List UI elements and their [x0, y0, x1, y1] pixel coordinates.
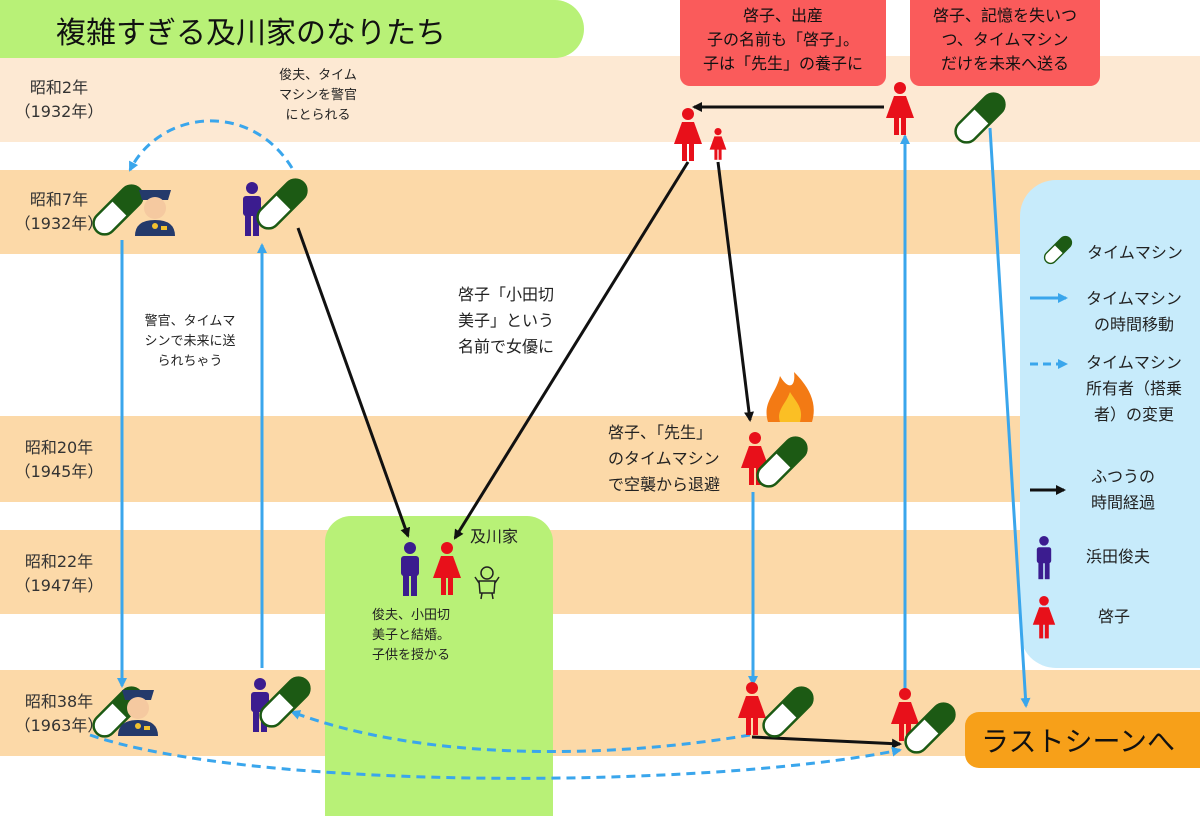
- keiko-icon: [738, 682, 766, 735]
- note-married: 俊夫、小田切 美子と結婚。 子供を授かる: [372, 606, 480, 666]
- note-police-sent: 警官、タイムマ シンで未来に送 られちゃう: [128, 312, 252, 372]
- legend-text: 浜田俊夫: [1085, 547, 1150, 566]
- owner-change-arrow: [128, 119, 294, 172]
- note-line: 美子」という: [458, 311, 555, 330]
- legend-text: 所有者（搭乗: [1085, 379, 1182, 398]
- last-scene-label: ラストシーンへ: [981, 725, 1176, 758]
- legend-capsule-icon: [1041, 233, 1075, 267]
- time-arrow: [296, 227, 411, 538]
- note-line: られちゃう: [157, 354, 223, 369]
- last-scene-button: ラストシーンへ: [965, 712, 1200, 768]
- legend-keiko-icon: [1032, 596, 1056, 639]
- bubble-line: 啓子、記憶を失いつ: [932, 6, 1077, 25]
- bubble-line: 啓子、出産: [742, 6, 823, 25]
- ad-text: （1932年）: [14, 102, 104, 121]
- time-arrow: [716, 161, 754, 422]
- keiko-icon: [886, 82, 914, 135]
- note-line: 啓子、「先生」: [608, 423, 713, 442]
- note-line: 警官、タイムマ: [144, 314, 236, 329]
- legend-text: 啓子: [1097, 607, 1130, 626]
- era-text: 昭和2年: [29, 78, 89, 97]
- legend-text: タイムマシン: [1086, 353, 1182, 372]
- note-line: 名前で女優に: [458, 337, 555, 356]
- bubble-line: つ、タイムマシン: [941, 30, 1069, 49]
- note-line: マシンを警官: [278, 88, 357, 103]
- year-label: 昭和20年 （1945年）: [0, 436, 118, 484]
- oikawa-family-label: 及川家: [470, 527, 519, 546]
- note-line: 啓子「小田切: [458, 285, 555, 304]
- year-label: 昭和2年 （1932年）: [0, 76, 118, 124]
- owner-change-arrow: [89, 733, 902, 780]
- bubble-line: 子は「先生」の養子に: [702, 54, 863, 73]
- toshio-icon: [401, 542, 419, 596]
- legend-text: タイムマシン: [1086, 289, 1182, 308]
- ad-text: （1932年）: [14, 214, 104, 233]
- legend-machine-label: タイムマシン: [1076, 240, 1194, 266]
- legend-toshio-icon: [1036, 536, 1052, 580]
- fire-icon: [766, 372, 814, 422]
- note-line: 俊夫、小田切: [372, 608, 451, 623]
- page-title: 複雑すぎる及川家のなりたち: [56, 16, 446, 51]
- era-text: 昭和20年: [24, 438, 94, 457]
- year-label: 昭和22年 （1947年）: [0, 550, 118, 598]
- time-arrow: [453, 161, 690, 540]
- ad-text: （1963年）: [14, 716, 104, 735]
- ad-text: （1947年）: [14, 576, 104, 595]
- year-label: 昭和38年 （1963年）: [0, 690, 118, 738]
- year-band-4: [0, 530, 1200, 614]
- legend-owner-label: タイムマシン 所有者（搭乗 者）の変更: [1074, 350, 1194, 428]
- note-line: シンで未来に送: [144, 334, 236, 349]
- note-line: 俊夫、タイム: [279, 68, 357, 83]
- year-label: 昭和7年 （1932年）: [0, 188, 118, 236]
- keiko-icon: [433, 542, 461, 595]
- baby-icon: [474, 566, 500, 600]
- era-text: 昭和22年: [24, 552, 94, 571]
- travel-arrow: [988, 127, 1031, 708]
- legend-toshio-label: 浜田俊夫: [1068, 544, 1168, 570]
- note-line: 美子と結婚。: [372, 628, 451, 643]
- note-line: で空襲から退避: [608, 475, 721, 494]
- legend-time-label: ふつうの 時間経過: [1068, 464, 1178, 516]
- owner-change-arrow: [290, 710, 751, 754]
- note-line: のタイムマシン: [608, 449, 720, 468]
- note-airraid: 啓子、「先生」 のタイムマシン で空襲から退避: [608, 420, 720, 498]
- legend-travel-label: タイムマシン の時間移動: [1074, 286, 1194, 338]
- note-toshio-taken: 俊夫、タイム マシンを警官 にとられる: [258, 66, 378, 126]
- bubble-line: だけを未来へ送る: [940, 54, 1069, 73]
- note-line: にとられる: [285, 108, 351, 123]
- legend-text: タイムマシン: [1087, 243, 1183, 262]
- note-line: 子供を授かる: [372, 648, 451, 663]
- keiko-icon: [674, 108, 702, 161]
- note-actress: 啓子「小田切 美子」という 名前で女優に: [458, 282, 554, 360]
- time-arrow: [751, 735, 902, 749]
- baby-keiko-icon: [709, 128, 727, 160]
- year-band-3: [0, 416, 1200, 502]
- year-band-2: [0, 170, 1200, 254]
- legend-text: 者）の変更: [1093, 405, 1174, 424]
- legend-text: ふつうの: [1090, 467, 1155, 486]
- time-machine-capsule-icon: [251, 173, 313, 235]
- legend-keiko-label: 啓子: [1074, 604, 1154, 630]
- era-text: 昭和38年: [24, 692, 94, 711]
- time-machine-capsule-icon: [757, 681, 819, 743]
- legend-text: 時間経過: [1090, 493, 1155, 512]
- birth-bubble: 啓子、出産 子の名前も「啓子」。 子は「先生」の養子に: [680, 0, 886, 86]
- time-machine-capsule-icon: [949, 87, 1011, 149]
- bubble-line: 子の名前も「啓子」。: [706, 30, 859, 49]
- memory-bubble: 啓子、記憶を失いつ つ、タイムマシン だけを未来へ送る: [910, 0, 1100, 86]
- era-text: 昭和7年: [29, 190, 89, 209]
- toshio-icon: [243, 182, 261, 236]
- title-banner: 複雑すぎる及川家のなりたち: [0, 0, 584, 58]
- ad-text: （1945年）: [14, 462, 104, 481]
- legend-text: の時間移動: [1093, 315, 1174, 334]
